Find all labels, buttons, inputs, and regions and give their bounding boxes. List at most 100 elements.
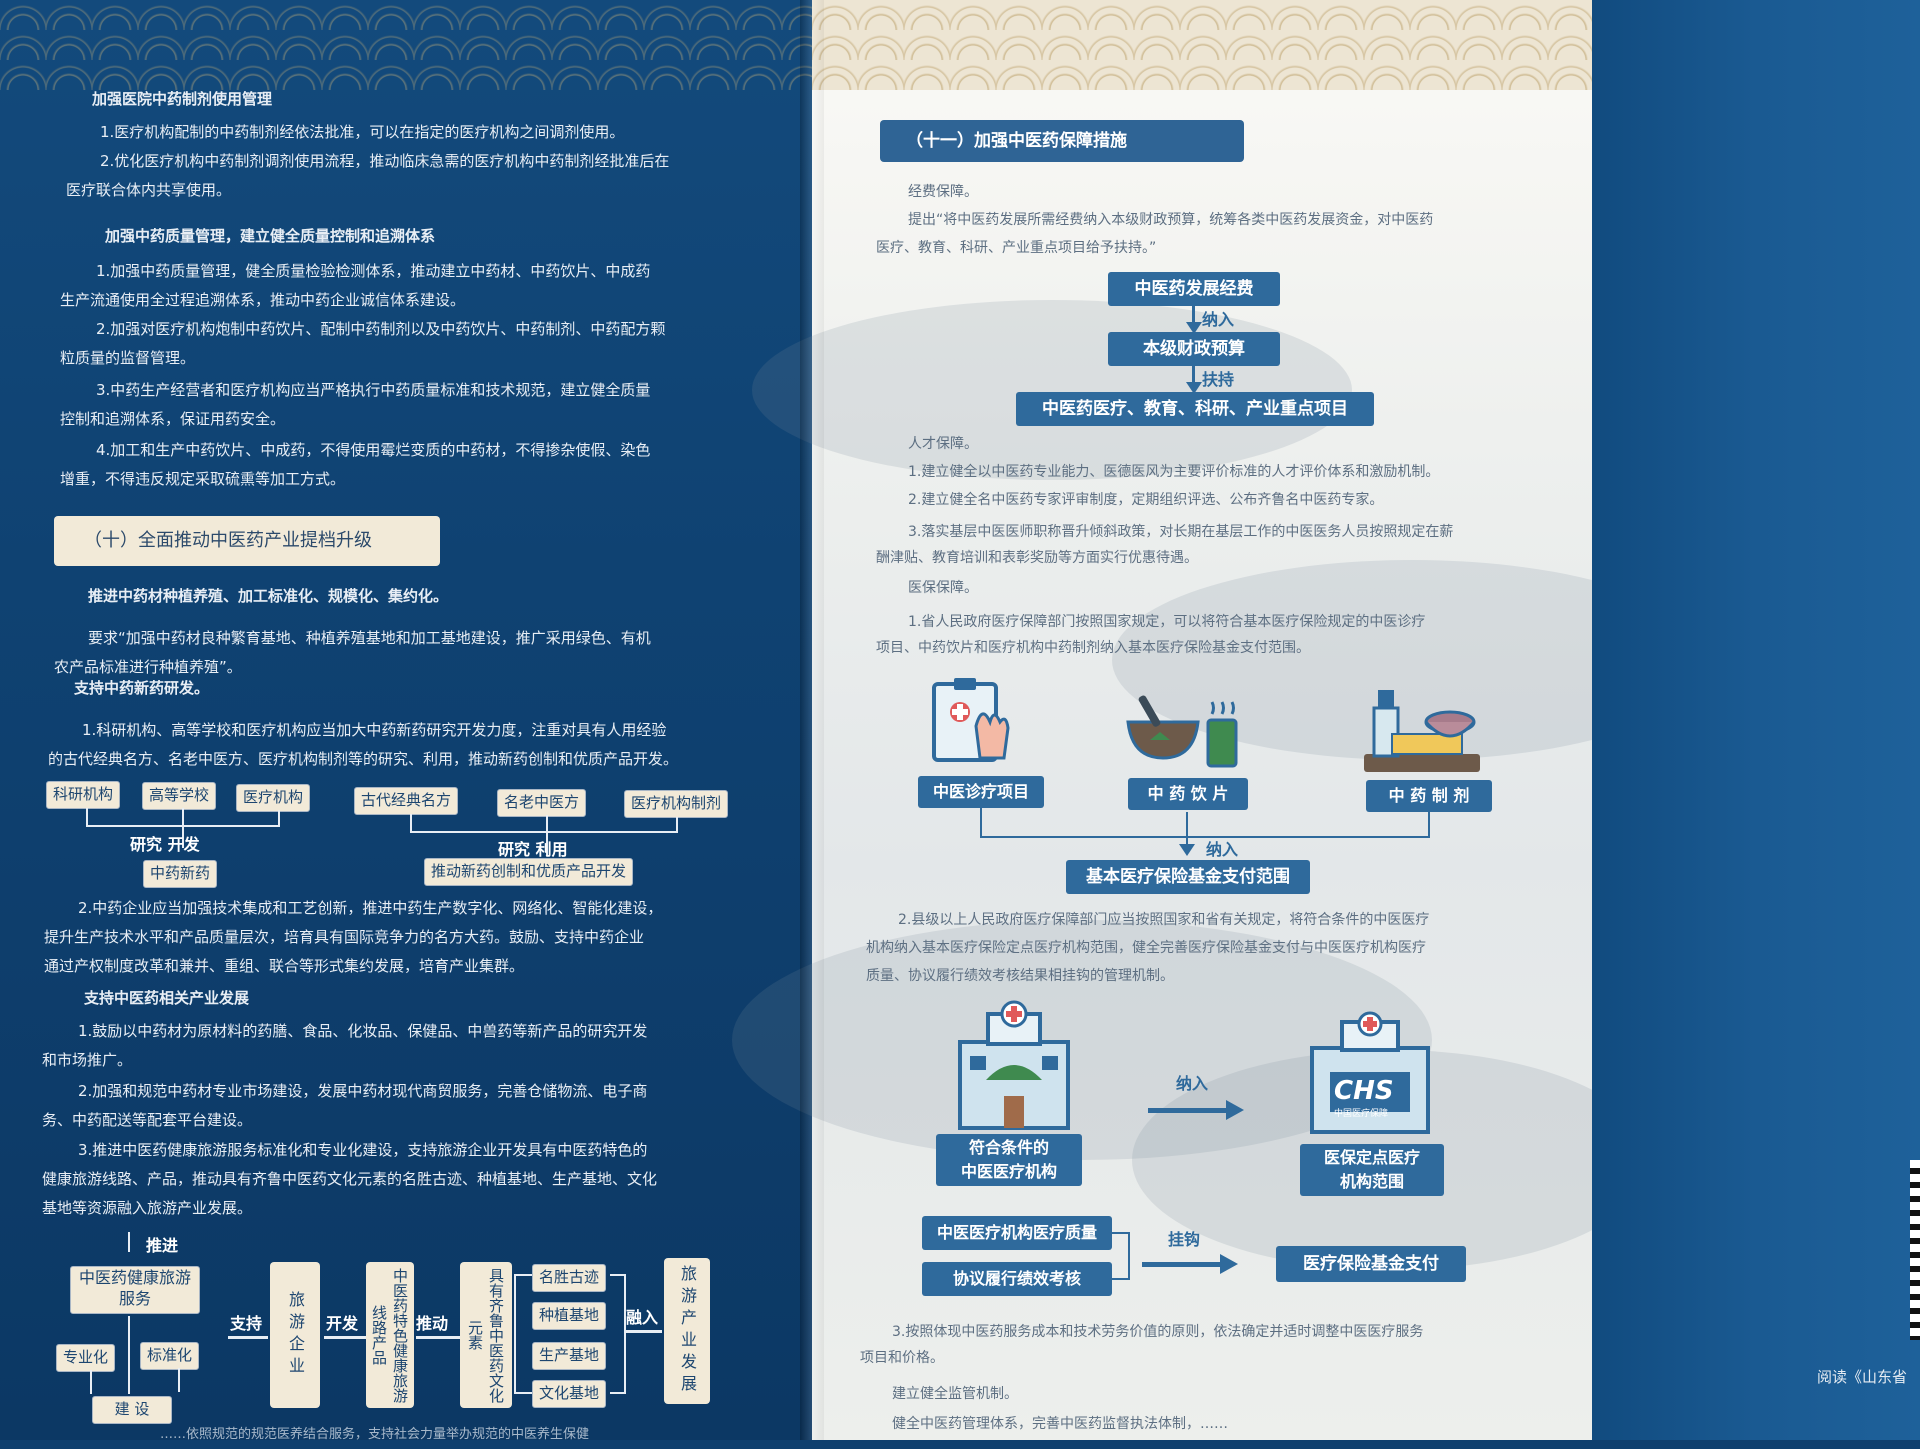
box-designated-scope: 医保定点医疗 机构范围 (1300, 1144, 1444, 1196)
tag-build: 建 设 (92, 1396, 172, 1424)
text-c-1b: 农产品标准进行种植养殖”。 (54, 658, 242, 676)
tag-institution-prep: 医疗机构制剂 (624, 790, 729, 818)
text-t-1: 1.建立健全以中医药专业能力、医德医风为主要评价标准的人才评价体系和激励机制。 (908, 464, 1440, 480)
tag-veteran-formula: 名老中医方 (497, 789, 587, 817)
text-ins-2a: 2.县级以上人民政府医疗保障部门应当按照国家和省有关规定，将符合条件的中医医疗 (898, 912, 1430, 928)
box-culture-elements: 具有齐鲁中医药文化元素 (460, 1262, 512, 1408)
tag-research-institute: 科研机构 (46, 781, 121, 809)
flow-box-fund: 中医药发展经费 (1108, 272, 1280, 306)
medicine-jar-icon (1364, 690, 1480, 772)
chs-logo-sub: 中国医疗保障 (1334, 1109, 1389, 1119)
text-q-2b: 粒质量的监督管理。 (60, 349, 196, 367)
wave-pattern-top (0, 0, 812, 90)
hospital-building-icon (958, 1000, 1070, 1130)
text-t-2: 2.建立健全名中医药专家评审制度，定期组织评选、公布齐鲁名中医药专家。 (908, 492, 1384, 508)
tag-scenic-site: 名胜古迹 (532, 1264, 607, 1292)
text-f-1a: 提出“将中医药发展所需经费纳入本级财政预算，统筹各类中医药发展资金，对中医药 (908, 212, 1434, 228)
left-panel: 加强医院中药制剂使用管理 1.医疗机构配制的中药制剂经依法批准，可以在指定的医疗… (0, 0, 812, 1442)
result-new-drug: 中药新药 (143, 860, 218, 888)
heading-cultivate: 推进中药材种植养殖、加工标准化、规模化、集约化。 (88, 587, 449, 605)
text-n-2a: 2.中药企业应当加强技术集成和工艺创新，推进中药生产数字化、网络化、智能化建设， (78, 899, 663, 917)
text-f-1b: 医疗、教育、科研、产业重点项目给予扶持。” (876, 240, 1157, 256)
result-drug-innovation: 推动新药创制和优质产品开发 (424, 858, 634, 886)
icon-label-preparation: 中 药 制 剂 (1366, 780, 1492, 812)
box-tourism-industry: 旅游产业发展 (664, 1258, 710, 1404)
box-medical-quality: 中医医疗机构医疗质量 (922, 1216, 1112, 1250)
text-i-3c: 基地等资源融入旅游产业发展。 (42, 1199, 253, 1217)
tag-planting-base: 种植基地 (532, 1302, 607, 1330)
text-ins-1a: 1.省人民政府医疗保障部门按照国家规定，可以将符合基本医疗保险规定的中医诊疗 (908, 614, 1426, 630)
text-n-2c: 通过产权制度改革和兼并、重组、联合等形式集约发展，培育产业集群。 (44, 957, 525, 975)
flow-label-include: 纳入 (1202, 310, 1235, 329)
label-develop: 开发 (326, 1314, 359, 1333)
text-n-2b: 提升生产技术水平和产品质量层次，培育具有国际竞争力的名方大药。鼓励、支持中药企业 (44, 928, 645, 946)
section-banner-10: （十）全面推动中医药产业提档升级 (54, 516, 440, 566)
text-i-2b: 务、中药配送等配套平台建设。 (42, 1111, 253, 1129)
middle-panel: （十一）加强中医药保障措施 经费保障。 提出“将中医药发展所需经费纳入本级财政预… (732, 0, 1712, 1440)
text-c-1a: 要求“加强中药材良种繁育基地、种植养殖基地和加工基地建设，推广采用绿色、有机 (88, 629, 651, 647)
heading-prep: 加强医院中药制剂使用管理 (92, 90, 273, 108)
box-qualified-institution: 符合条件的 中医医疗机构 (936, 1134, 1082, 1186)
chs-hospital-icon (1310, 1011, 1430, 1134)
box-insurance-scope: 基本医疗保险基金支付范围 (1066, 860, 1310, 894)
label-drive: 推动 (416, 1314, 449, 1333)
text-i-3a: 3.推进中医药健康旅游服务标准化和专业化建设，支持旅游企业开发具有中医药特色的 (78, 1141, 648, 1159)
heading-industry: 支持中医药相关产业发展 (84, 989, 250, 1007)
tag-medical-institution: 医疗机构 (236, 784, 311, 812)
text-prep-2b: 医疗联合体内共享使用。 (66, 181, 232, 199)
text-q-1a: 1.加强中药质量管理，健全质量检验检测体系，推动建立中药材、中药饮片、中成药 (96, 262, 651, 280)
text-i-1a: 1.鼓励以中药材为原材料的药膳、食品、化妆品、保健品、中兽药等新产品的研究开发 (78, 1022, 648, 1040)
heading-newdrug: 支持中药新药研发。 (74, 679, 210, 697)
text-q-4b: 增重，不得违反规定采取硫熏等加工方式。 (60, 470, 346, 488)
text-q-3b: 控制和追溯体系，保证用药安全。 (60, 410, 286, 428)
heading-supervise: 建立健全监管机制。 (892, 1386, 1018, 1402)
icon-label-diagnosis: 中医诊疗项目 (918, 776, 1044, 808)
text-bottom-cut: ……依照规范的规范医养结合服务，支持社会力量举办规范的中医养生保健 (160, 1427, 590, 1442)
label-research-develop: 研究 开发 (130, 835, 200, 854)
text-q-1b: 生产流通使用全过程追溯体系，推动中药企业诚信体系建设。 (60, 291, 466, 309)
page-fold (800, 0, 824, 1440)
tag-classic-formula: 古代经典名方 (354, 787, 459, 815)
tag-university: 高等学校 (142, 782, 217, 810)
label-research-utilize: 研究 利用 (498, 840, 568, 859)
text-q-2a: 2.加强对医疗机构炮制中药饮片、配制中药制剂以及中药饮片、中药制剂、中药配方颗 (96, 320, 666, 338)
clipboard-hand-icon (932, 678, 1010, 762)
icon-label-decoction: 中 药 饮 片 (1128, 778, 1248, 810)
right-panel: 阅读《山东省 (1592, 0, 1920, 1440)
quality-label-link: 挂钩 (1168, 1230, 1201, 1249)
text-n-1a: 1.科研机构、高等学校和医疗机构应当加大中药新药研究开发力度，注重对具有人用经验 (82, 721, 667, 739)
text-ins-2b: 机构纳入基本医疗保险定点医疗机构范围，健全完善医疗保险基金支付与中医医疗机构医疗 (866, 940, 1426, 956)
icons-label-include: 纳入 (1206, 840, 1239, 859)
text-i-1b: 和市场推广。 (42, 1051, 133, 1069)
text-ins-2c: 质量、协议履行绩效考核结果相挂钩的管理机制。 (866, 968, 1174, 984)
flow-box-budget: 本级财政预算 (1108, 332, 1280, 366)
text-q-3a: 3.中药生产经营者和医疗机构应当严格执行中药质量标准和技术规范，建立健全质量 (96, 381, 651, 399)
text-ins-1b: 项目、中药饮片和医疗机构中药制剂纳入基本医疗保险基金支付范围。 (876, 640, 1310, 656)
text-prep-1: 1.医疗机构配制的中药制剂经依法批准，可以在指定的医疗机构之间调剂使用。 (100, 123, 625, 141)
text-prep-2a: 2.优化医疗机构中药制剂调剂使用流程，推动临床急需的医疗机构中药制剂经批准后在 (100, 152, 670, 170)
tag-professional: 专业化 (56, 1344, 116, 1372)
box-tourism-product: 中医药特色健康旅游线路产品 (366, 1262, 414, 1408)
heading-talent: 人才保障。 (908, 436, 978, 452)
tag-culture-base: 文化基地 (532, 1380, 607, 1408)
section-banner-11: （十一）加强中医药保障措施 (880, 120, 1244, 162)
text-ins-3a: 3.按照体现中医药服务成本和技术劳务价值的原则，依法确定并适时调整中医医疗服务 (892, 1324, 1424, 1340)
label-support: 支持 (230, 1314, 263, 1333)
qr-code-edge (1910, 1160, 1920, 1340)
text-t-3a: 3.落实基层中医医师职称晋升倾斜政策，对长期在基层工作的中医医务人员按照规定在薪 (908, 524, 1454, 540)
heading-fund: 经费保障。 (908, 184, 978, 200)
box-tourism-enterprise: 旅游企业 (270, 1262, 320, 1408)
text-q-4a: 4.加工和生产中药饮片、中成药，不得使用霉烂变质的中药材，不得掺杂使假、染色 (96, 441, 651, 459)
text-i-2a: 2.加强和规范中药材专业市场建设，发展中药材现代商贸服务，完善仓储物流、电子商 (78, 1082, 648, 1100)
right-panel-text: 阅读《山东省 (1817, 1368, 1908, 1386)
flow-label-support: 扶持 (1202, 370, 1235, 389)
box-fund-payment: 医疗保险基金支付 (1276, 1246, 1466, 1282)
heading-insurance: 医保保障。 (908, 580, 978, 596)
text-n-1b: 的古代经典名方、名老中医方、医疗机构制剂等的研究、利用，推动新药创制和优质产品开… (48, 750, 679, 768)
text-s-1: 健全中医药管理体系，完善中医药监督执法体制，…… (892, 1416, 1228, 1432)
flow-box-key-projects: 中医药医疗、教育、科研、产业重点项目 (1016, 392, 1374, 426)
tag-production-base: 生产基地 (532, 1342, 607, 1370)
hospital-label-include: 纳入 (1176, 1074, 1209, 1093)
chs-logo-text: CHS (1334, 1076, 1394, 1106)
text-t-3b: 酬津贴、教育培训和表彰奖励等方面实行优惠待遇。 (876, 550, 1198, 566)
